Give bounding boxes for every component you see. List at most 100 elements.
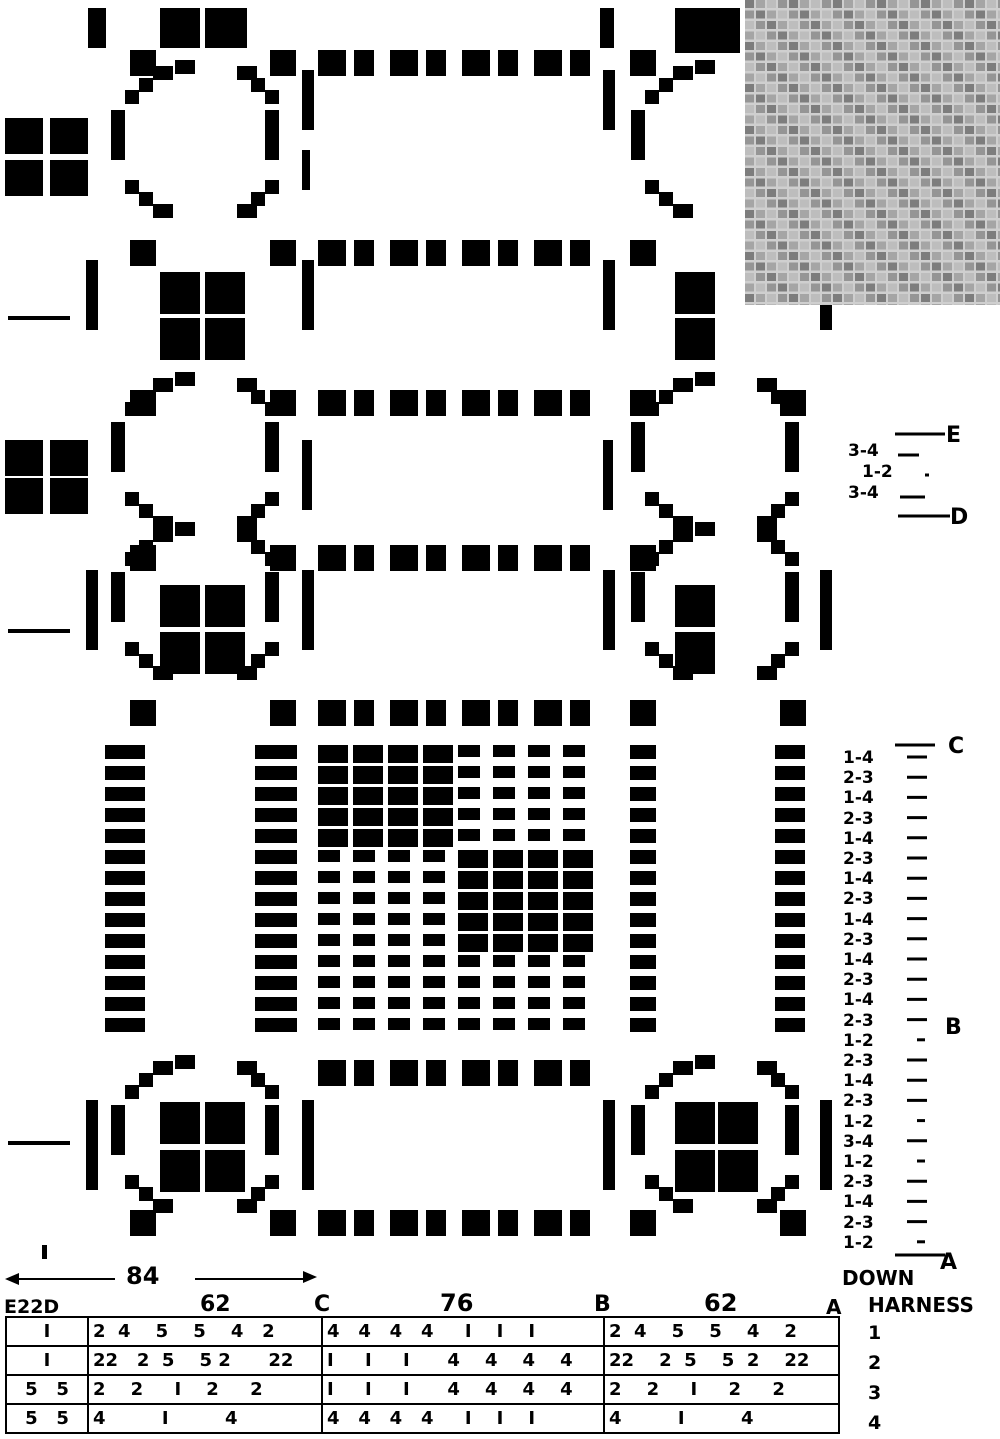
pattern-block — [631, 422, 645, 472]
pattern-block — [251, 540, 265, 554]
pattern-block — [570, 50, 590, 76]
pattern-block — [353, 850, 375, 862]
pattern-block — [251, 654, 265, 668]
photo-texture-cell — [811, 179, 820, 187]
photo-texture-cell — [888, 32, 897, 40]
photo-texture-cell — [943, 242, 952, 250]
photo-texture-cell — [822, 74, 831, 82]
pattern-block — [757, 528, 777, 542]
photo-texture-cell — [976, 53, 985, 61]
photo-texture-cell — [833, 221, 842, 229]
pattern-block — [255, 871, 297, 885]
pattern-block — [423, 787, 453, 805]
photo-texture-cell — [789, 305, 798, 306]
treadle-label: 1-2 — [843, 1154, 874, 1171]
pattern-block — [775, 913, 805, 927]
photo-texture-cell — [954, 221, 963, 229]
pattern-block — [125, 1085, 139, 1099]
photo-texture-cell — [899, 242, 908, 250]
photo-texture-cell — [921, 294, 930, 302]
pattern-block — [785, 1175, 799, 1189]
pattern-block — [251, 390, 265, 404]
photo-texture-cell — [811, 0, 820, 8]
pattern-block — [237, 204, 257, 218]
photo-texture-cell — [899, 105, 908, 113]
photo-texture-cell — [932, 273, 941, 281]
pattern-block — [603, 70, 615, 130]
photo-texture-cell — [899, 116, 908, 124]
photo-texture-cell — [910, 252, 919, 260]
photo-texture-cell — [778, 200, 787, 208]
pattern-block — [388, 1018, 410, 1030]
pattern-block — [237, 1199, 257, 1213]
photo-texture-cell — [932, 0, 941, 8]
photo-texture-cell — [943, 168, 952, 176]
pattern-block — [125, 642, 139, 656]
photo-texture-cell — [965, 42, 974, 50]
photo-texture-cell — [954, 32, 963, 40]
pattern-block — [318, 1210, 346, 1236]
photo-texture-cell — [899, 305, 908, 306]
photo-texture-cell — [910, 168, 919, 176]
pattern-block — [630, 976, 656, 990]
photo-texture-cell — [910, 126, 919, 134]
pattern-block — [423, 850, 445, 862]
photo-texture-cell — [767, 252, 776, 260]
pattern-block — [563, 766, 585, 778]
harness-number: 3 — [868, 1382, 881, 1404]
pattern-block — [630, 787, 656, 801]
photo-texture-cell — [866, 32, 875, 40]
pattern-block — [493, 997, 515, 1009]
photo-texture-cell — [976, 221, 985, 229]
photo-texture-cell — [767, 63, 776, 71]
photo-texture-cell — [976, 179, 985, 187]
pattern-block — [498, 50, 518, 76]
photo-texture-cell — [745, 200, 754, 208]
photo-texture-cell — [987, 42, 996, 50]
photo-texture-cell — [877, 84, 886, 92]
photo-texture-cell — [888, 147, 897, 155]
pattern-block — [659, 654, 673, 668]
photo-texture-cell — [800, 189, 809, 197]
pattern-block — [388, 787, 418, 805]
photo-texture-cell — [844, 168, 853, 176]
photo-texture-cell — [855, 21, 864, 29]
pattern-block — [493, 745, 515, 757]
pattern-block — [757, 1061, 777, 1075]
photo-texture-cell — [855, 53, 864, 61]
photo-texture-cell — [844, 126, 853, 134]
photo-texture-cell — [833, 63, 842, 71]
pattern-block — [603, 260, 615, 330]
pattern-block — [423, 745, 453, 763]
pattern-block — [631, 1105, 645, 1155]
photo-texture-cell — [976, 189, 985, 197]
photo-texture-cell — [943, 53, 952, 61]
photo-texture-cell — [756, 116, 765, 124]
photo-texture-cell — [756, 263, 765, 271]
pattern-block — [237, 1061, 257, 1075]
pattern-block — [251, 1187, 265, 1201]
pattern-block — [462, 545, 490, 571]
photo-texture-cell — [866, 168, 875, 176]
pattern-block — [251, 78, 265, 92]
photo-texture-cell — [877, 210, 886, 218]
photo-texture-cell — [855, 105, 864, 113]
photo-texture-cell — [976, 0, 985, 8]
photo-texture-cell — [910, 105, 919, 113]
pattern-block — [785, 1085, 799, 1099]
photo-texture-cell — [932, 221, 941, 229]
photo-texture-cell — [899, 11, 908, 19]
photo-texture-cell — [987, 11, 996, 19]
pattern-block — [302, 570, 314, 650]
photo-texture-cell — [789, 147, 798, 155]
pattern-block — [426, 50, 446, 76]
photo-texture-cell — [866, 284, 875, 292]
photo-texture-cell — [844, 137, 853, 145]
pattern-block — [820, 1100, 832, 1190]
photo-texture-cell — [778, 74, 787, 82]
pattern-block — [528, 766, 550, 778]
photo-texture-cell — [921, 210, 930, 218]
photo-texture-cell — [910, 11, 919, 19]
photo-texture-cell — [844, 147, 853, 155]
photo-texture-cell — [778, 273, 787, 281]
